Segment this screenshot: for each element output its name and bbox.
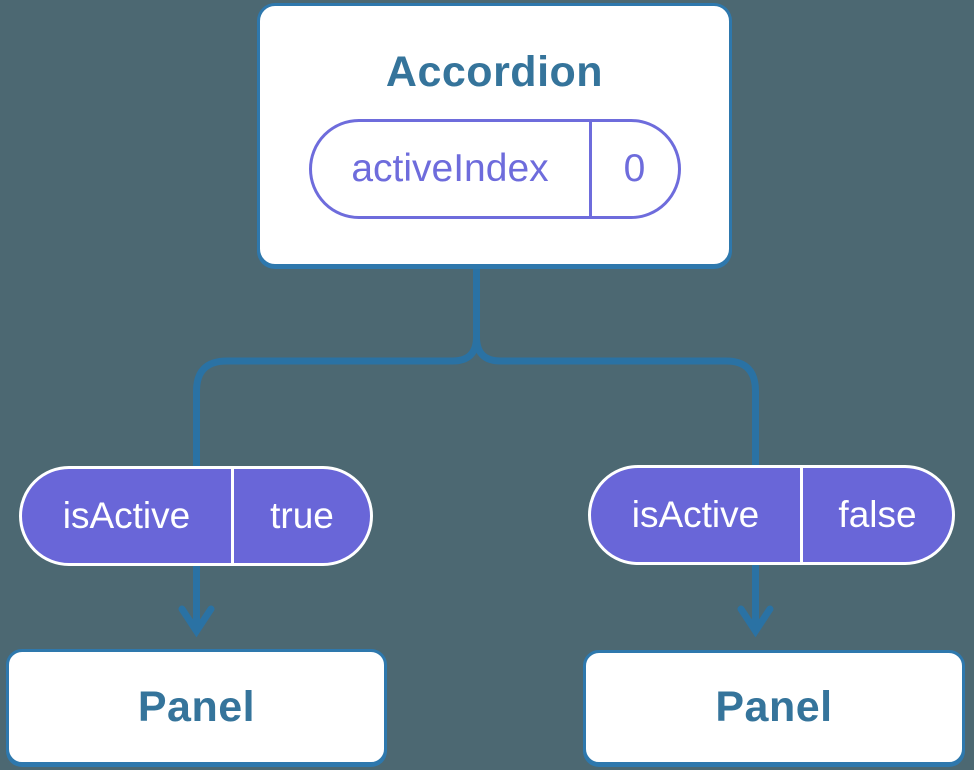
prop-pill-right-divider — [800, 468, 803, 562]
connector-branch-left — [193, 265, 480, 626]
state-pill: activeIndex 0 — [308, 119, 681, 219]
connector-branch-right — [473, 265, 759, 626]
arrowhead-left-icon — [178, 605, 215, 638]
prop-pill-right-name: isActive — [631, 494, 760, 535]
panel-node-right: Panel — [583, 650, 965, 765]
accordion-node: Accordion activeIndex 0 — [257, 3, 732, 267]
prop-pill-left-divider — [231, 469, 234, 563]
prop-pill-right-value: false — [838, 494, 917, 535]
panel-node-left: Panel — [6, 649, 387, 765]
panel-right-title: Panel — [715, 683, 833, 731]
state-pill-value: 0 — [623, 147, 646, 190]
prop-pill-left-value: true — [270, 495, 334, 536]
panel-left-title: Panel — [137, 682, 256, 731]
arrowhead-right-icon — [737, 605, 774, 638]
prop-pill-right: isActive false — [588, 465, 955, 565]
prop-pill-left: isActive true — [19, 466, 373, 566]
prop-pill-left-name: isActive — [62, 495, 191, 536]
state-pill-divider — [588, 122, 592, 216]
state-pill-name: activeIndex — [351, 147, 549, 190]
accordion-title: Accordion — [385, 48, 604, 96]
